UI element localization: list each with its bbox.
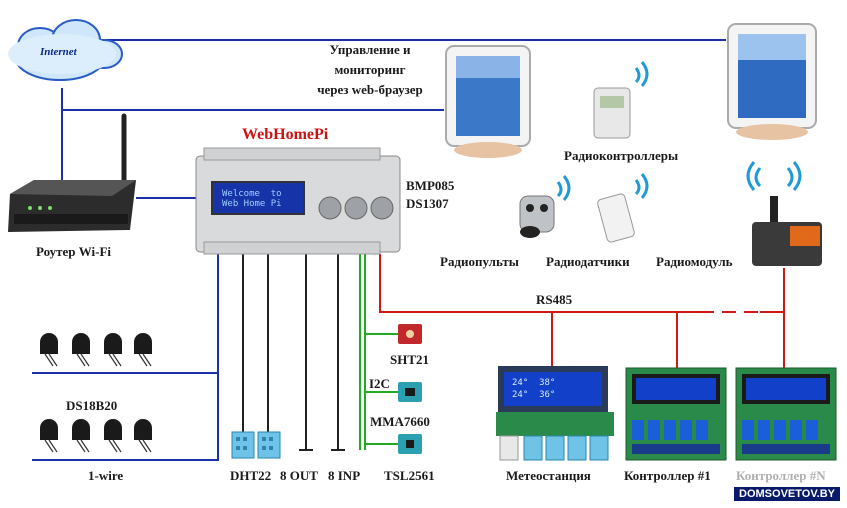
tsl2561-label: TSL2561 (384, 468, 435, 483)
ds1307-label: DS1307 (406, 196, 449, 211)
rs485-label: RS485 (536, 292, 573, 307)
tsl2561-board-icon (398, 434, 422, 454)
onewire-bus (32, 250, 219, 461)
controller-n-icon (735, 367, 837, 461)
sht21-board-icon (398, 324, 422, 344)
inp-label: 8 INP (328, 468, 361, 483)
meteo-label: Метеостанция (506, 468, 591, 483)
lcd-line-2: Web Home Pi (222, 199, 282, 209)
dht22-sensor-icons (231, 431, 281, 459)
watermark: DOMSOVETOV.BY (733, 486, 841, 502)
device-title: WebHomePi (242, 126, 329, 143)
internet-cloud-icon (8, 19, 123, 81)
router-icon (8, 113, 136, 232)
sht21-label: SHT21 (390, 352, 430, 367)
internet-label: Internet (40, 46, 77, 58)
bmp085-label: BMP085 (406, 178, 455, 193)
radio-module-icon (746, 161, 822, 266)
radio-controller-icon (593, 61, 649, 139)
controller-1-label: Контроллер #1 (624, 468, 711, 483)
radio-remotes-label: Радиопульты (440, 254, 519, 269)
mma7660-label: MMA7660 (370, 414, 430, 429)
i2c-label: I2C (369, 376, 390, 391)
dht22-label: DHT22 (230, 468, 272, 483)
ds18b20-sensor-icons (40, 333, 152, 453)
mma7660-board-icon (398, 382, 422, 402)
control-text-line-2: мониторинг (334, 62, 406, 77)
router-label: Роутер Wi-Fi (36, 244, 112, 259)
onewire-label: 1-wire (88, 468, 124, 483)
tablet-left-icon (445, 45, 531, 158)
radio-module-label: Радиомодуль (656, 254, 733, 269)
out-label: 8 OUT (280, 468, 318, 483)
ds18b20-label: DS18B20 (66, 398, 118, 413)
meteo-station-icon (496, 366, 614, 461)
webhomepi-device-icon (195, 147, 401, 255)
tablet-right-icon (727, 23, 817, 140)
controller-n-label: Контроллер #N (736, 468, 826, 483)
controller-1-icon (625, 367, 727, 461)
lcd-line-1: Welcome to (222, 189, 282, 199)
control-text-line-1: Управление и (329, 42, 411, 57)
meteo-lcd-line-2: 24° 36° (512, 390, 556, 400)
radio-controllers-label: Радиоконтроллеры (564, 148, 679, 163)
radio-sensors-label: Радиодатчики (546, 254, 630, 269)
rs485-bus (379, 254, 700, 313)
meteo-lcd-line-1: 24° 38° (512, 378, 556, 388)
radio-sensor-icon (597, 173, 649, 243)
control-text-line-3: через web-браузер (317, 82, 423, 97)
radio-remote-icon (519, 175, 571, 238)
